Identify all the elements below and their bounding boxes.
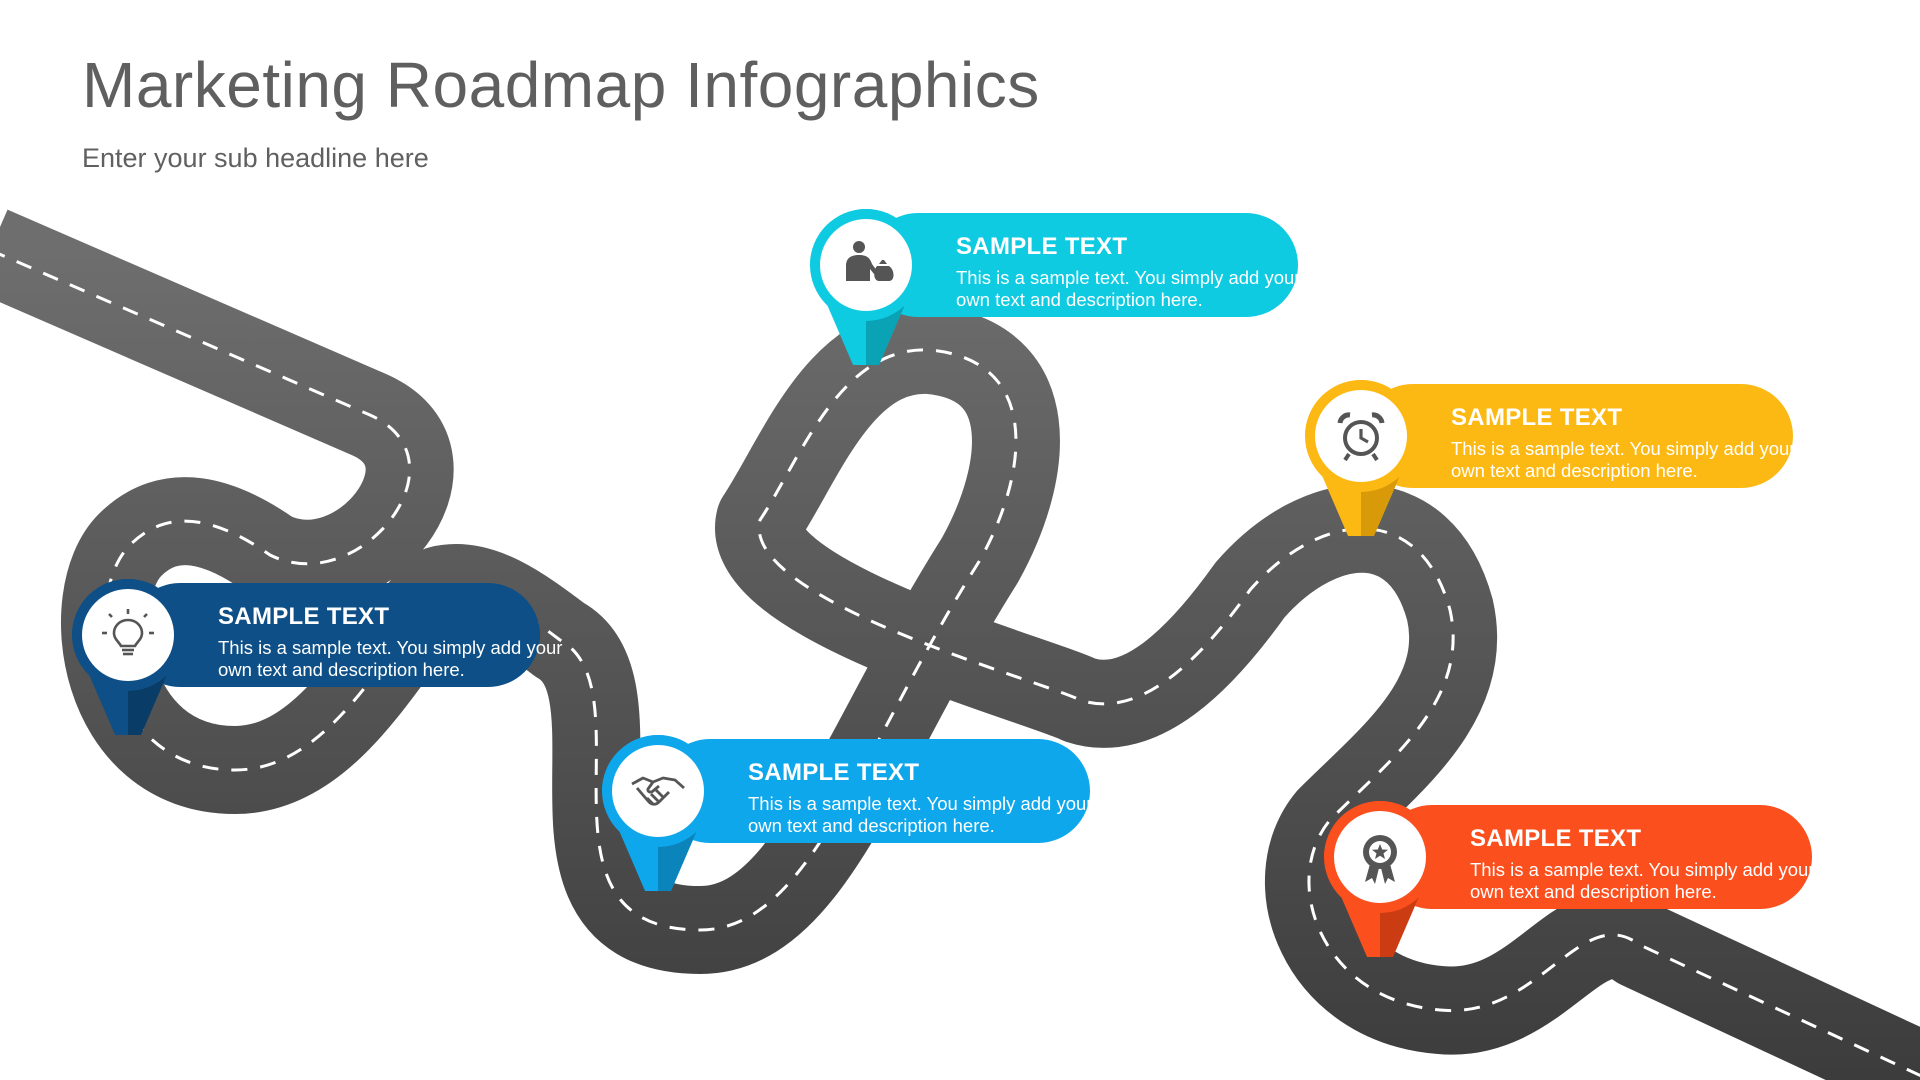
milestone-description: This is a sample text. You simply add yo… — [1470, 859, 1815, 902]
map-pin-callout — [602, 735, 1090, 891]
map-pin-callout — [1305, 380, 1793, 536]
award-badge-icon — [1349, 826, 1411, 888]
milestone-3: SAMPLE TEXT This is a sample text. You s… — [806, 205, 1366, 365]
handshake-icon — [627, 760, 689, 822]
milestone-4: SAMPLE TEXT This is a sample text. You s… — [1301, 376, 1861, 536]
map-pin-callout — [72, 579, 540, 735]
milestone-title: SAMPLE TEXT — [1470, 825, 1642, 852]
businessman-money-bag-icon — [835, 234, 897, 296]
milestone-title: SAMPLE TEXT — [1451, 404, 1623, 431]
milestone-title: SAMPLE TEXT — [748, 759, 920, 786]
map-pin-callout — [810, 209, 1298, 365]
milestone-title: SAMPLE TEXT — [218, 603, 390, 630]
milestone-description: This is a sample text. You simply add yo… — [956, 267, 1301, 310]
milestone-description: This is a sample text. You simply add yo… — [748, 793, 1093, 836]
page-subtitle: Enter your sub headline here — [82, 143, 429, 173]
alarm-clock-icon — [1330, 405, 1392, 467]
milestone-1: SAMPLE TEXT This is a sample text. You s… — [68, 575, 628, 735]
milestone-description: This is a sample text. You simply add yo… — [1451, 438, 1796, 481]
lightbulb-icon — [97, 604, 159, 666]
milestone-description: This is a sample text. You simply add yo… — [218, 637, 563, 680]
milestone-5: SAMPLE TEXT This is a sample text. You s… — [1320, 797, 1880, 957]
milestone-title: SAMPLE TEXT — [956, 233, 1128, 260]
milestone-2: SAMPLE TEXT This is a sample text. You s… — [598, 731, 1158, 891]
page-title: Marketing Roadmap Infographics — [82, 49, 1040, 121]
